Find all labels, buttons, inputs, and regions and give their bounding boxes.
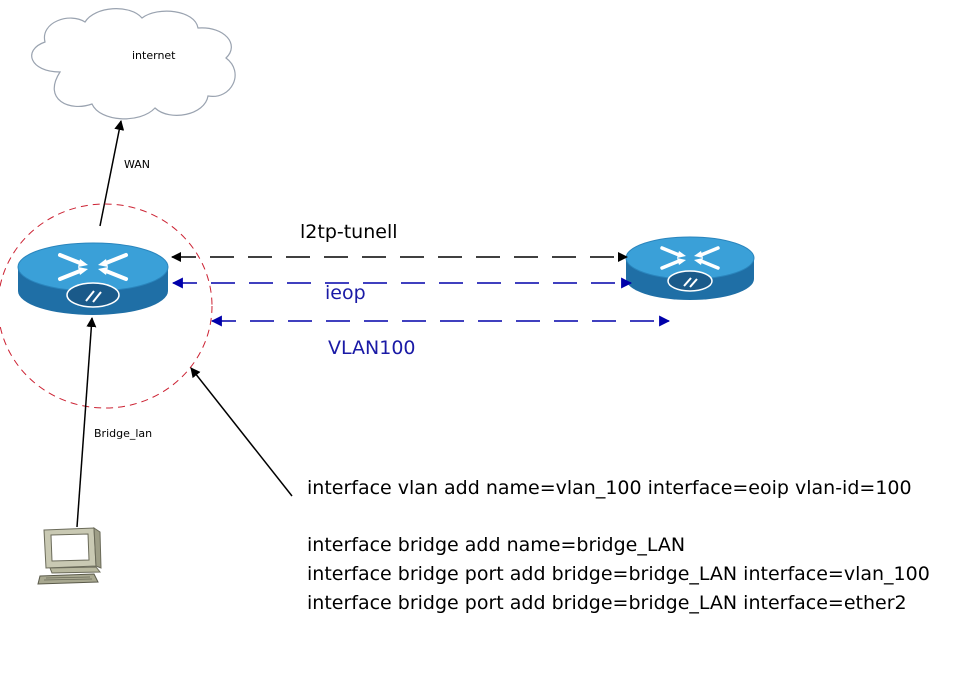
command-vlan-add: interface vlan add name=vlan_100 interfa… [307, 477, 912, 499]
cloud-icon [31, 8, 236, 120]
l2tp-label: l2tp-tunell [300, 221, 398, 243]
wan-label: WAN [124, 158, 150, 171]
config-pointer [190, 367, 293, 497]
command-bridge-add: interface bridge add name=bridge_LAN [307, 534, 686, 556]
router-icon [17, 242, 169, 315]
bridge-lan-link [76, 317, 97, 528]
router-icon [625, 236, 755, 300]
eoip-label: ieop [325, 282, 366, 304]
bridge-lan-label: Bridge_lan [94, 427, 152, 440]
command-bridge-port-ether: interface bridge port add bridge=bridge_… [307, 592, 907, 614]
bridge-halo [0, 203, 213, 409]
vlan-label: VLAN100 [328, 337, 416, 359]
internet-label: internet [132, 49, 176, 62]
wan-link [99, 120, 125, 227]
computer-icon [37, 527, 102, 585]
command-bridge-port-vlan: interface bridge port add bridge=bridge_… [307, 563, 930, 585]
